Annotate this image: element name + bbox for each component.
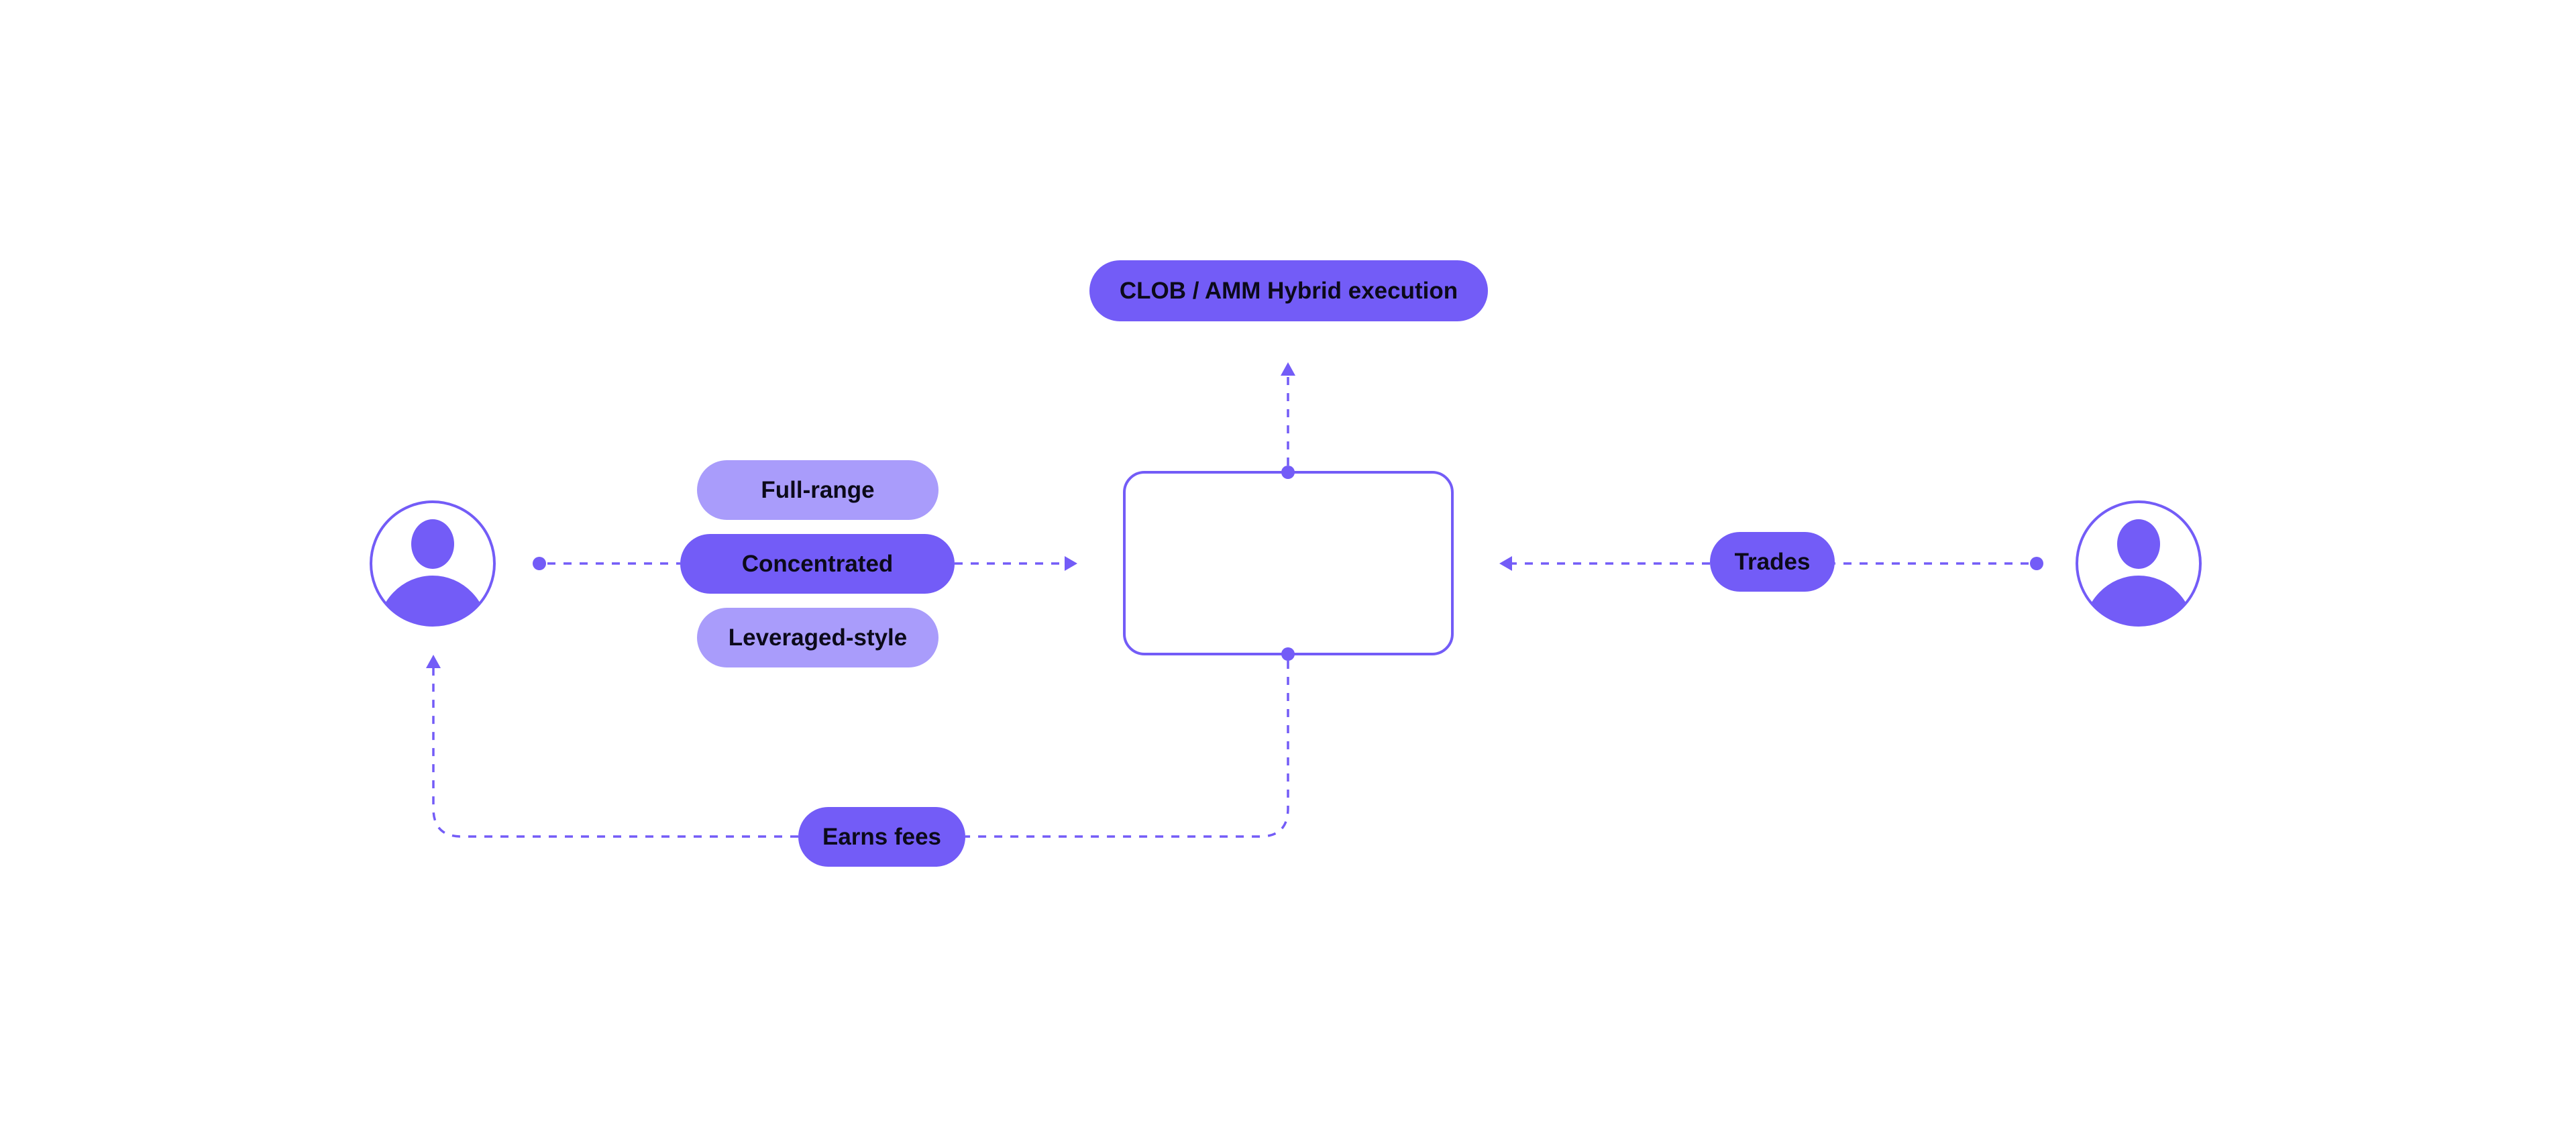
connector-provider-to-box [533, 556, 1077, 571]
connector-box-to-fees [426, 647, 1295, 838]
trader-user-icon [2076, 500, 2202, 627]
center-box [1123, 471, 1454, 655]
option-leveraged-style-pill: Leveraged-style [697, 608, 938, 667]
connector-box-to-execution [1281, 362, 1295, 479]
option-full-range-pill: Full-range [697, 460, 938, 520]
execution-label-pill: CLOB / AMM Hybrid execution [1089, 260, 1488, 321]
option-concentrated-pill: Concentrated [680, 534, 955, 594]
trades-label-pill: Trades [1710, 532, 1835, 592]
connector-trader-to-box [1499, 556, 2043, 571]
earns-fees-label-pill: Earns fees [798, 807, 965, 867]
liquidity-provider-user-icon [370, 500, 496, 627]
